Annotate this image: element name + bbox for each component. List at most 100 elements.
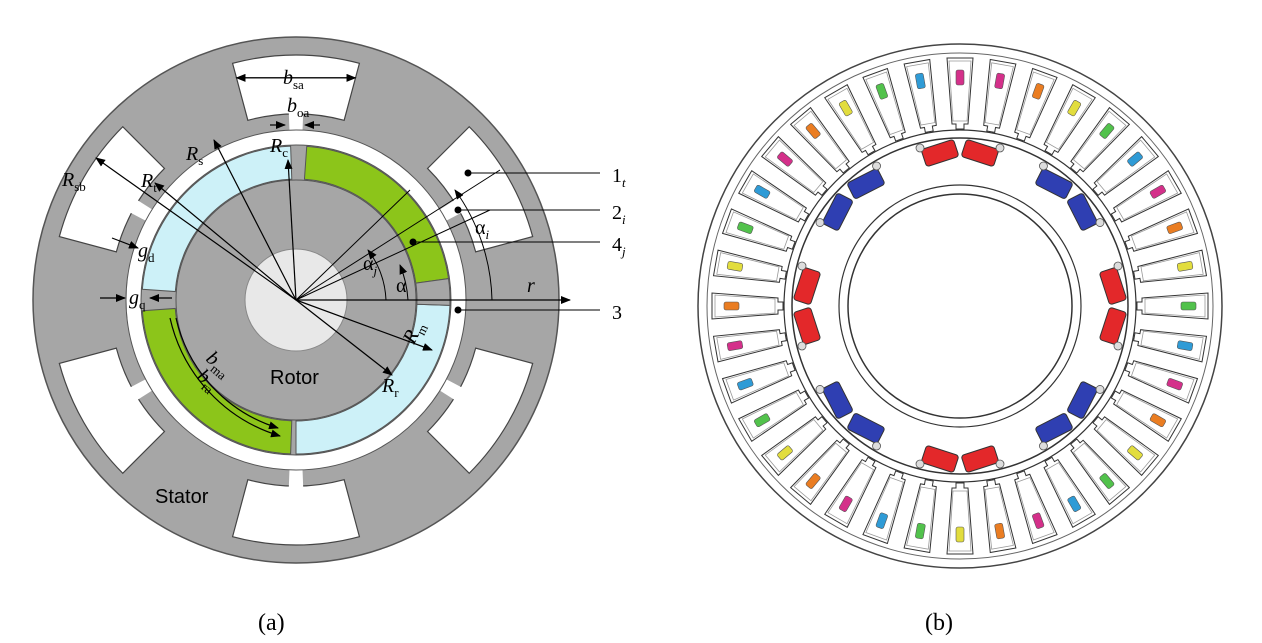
stator-b-slot [711, 292, 784, 320]
stator-b-slot [1092, 416, 1160, 477]
rotor-rib [415, 278, 451, 306]
winding-coil [1149, 413, 1166, 428]
stator-b-slot [824, 456, 877, 528]
winding-coil [915, 522, 926, 540]
shaft-b [847, 193, 1073, 419]
winding-coil [875, 512, 888, 529]
winding-coil [955, 69, 965, 86]
rotor-b-magnets [793, 139, 1127, 473]
label-R-sb: Rsb [61, 169, 86, 194]
stator-b-yoke-line [706, 52, 1214, 560]
stator-slot [231, 54, 361, 122]
label-R-s: Rs [185, 143, 203, 168]
slot-opening [288, 464, 304, 490]
rotor-b-magnet [1099, 261, 1127, 305]
stator-b-slot [862, 470, 906, 545]
label-g-q: gq [129, 287, 146, 312]
winding-coil [1176, 261, 1194, 272]
stator-b-slot [903, 479, 937, 554]
dimension-line [213, 139, 297, 301]
label-g-d: gd [138, 240, 155, 265]
callout-3: 3 [612, 302, 622, 324]
dimension-line [95, 157, 297, 301]
rotor-b-magnet [1035, 161, 1073, 199]
stator-b-slot [946, 57, 974, 130]
stator-b-slot [983, 479, 1017, 554]
winding-coil [726, 261, 744, 272]
figure-b-diagram: (b) [697, 43, 1223, 636]
stator-b-slot [1124, 208, 1199, 252]
winding-coil [1166, 378, 1183, 391]
winding-coil [737, 221, 754, 234]
dimension-line [295, 189, 411, 301]
rotor-b-magnet [1067, 193, 1105, 231]
stator-b-slot [738, 170, 810, 223]
stator-b-slot [1110, 389, 1182, 442]
label-r: r [527, 275, 535, 297]
label-R-t: Rt [140, 170, 157, 195]
stator-b-slot [789, 438, 850, 506]
stator-b-slot [1133, 329, 1208, 363]
stator-b-slot [789, 106, 850, 174]
stator-b-slot [1014, 470, 1058, 545]
winding-coil [805, 473, 821, 489]
caption-a: (a) [258, 610, 285, 636]
winding-coil [1127, 151, 1143, 167]
rotor-b-magnet [1067, 381, 1105, 419]
winding-coil [777, 445, 793, 461]
winding-coil [1149, 184, 1166, 199]
caption-b: (b) [925, 610, 953, 636]
winding-coil [1032, 512, 1045, 529]
rotor-b-magnet [1035, 413, 1073, 451]
label-alpha-j: αj [363, 253, 377, 278]
stator-b-slot [1136, 292, 1209, 320]
stator-b-slot [983, 58, 1017, 133]
winding-coil [737, 378, 754, 391]
stator-b-slot [721, 208, 796, 252]
rotor-b-magnet [915, 445, 959, 473]
winding-coil [777, 151, 793, 167]
stator-b-slots [711, 57, 1209, 555]
stator-b-slot [1092, 135, 1160, 196]
stator-b-slot [824, 84, 877, 156]
stator-b-slot [712, 249, 787, 283]
rotor-b-magnet [847, 161, 885, 199]
stator-b-slot [738, 389, 810, 442]
winding-coil [1099, 123, 1115, 139]
stator-b-slot [1133, 249, 1208, 283]
label-stator: Stator [155, 486, 209, 508]
callout-1t: 1t [612, 165, 626, 190]
label-alpha: α [396, 275, 407, 297]
dimension-line [295, 299, 433, 351]
winding-coil [838, 495, 853, 512]
stator-b-slot [1070, 106, 1131, 174]
rotor-b-magnet [815, 193, 853, 231]
label-alpha-i: αi [475, 217, 489, 242]
winding-coil [1127, 445, 1143, 461]
winding-coil [1166, 221, 1183, 234]
dimension-lines [95, 73, 600, 438]
winding-coil [994, 522, 1005, 540]
stator-b-slot [721, 360, 796, 404]
rotor-b-magnet [815, 381, 853, 419]
stator-b-slot [760, 135, 828, 196]
winding-coil [723, 301, 740, 311]
stator-b-slot [1043, 456, 1096, 528]
stator-b-slot [760, 416, 828, 477]
rotor-b-magnet [1099, 307, 1127, 351]
winding-coil [805, 123, 821, 139]
stator-slot [426, 347, 534, 475]
label-rotor: Rotor [270, 367, 319, 389]
rotor-b-magnet [793, 261, 821, 305]
rotor-b-magnet [793, 307, 821, 351]
winding-coil [1067, 495, 1082, 512]
stator-b-slot [1014, 67, 1058, 142]
winding-coil [1032, 83, 1045, 100]
dimension-line [154, 182, 297, 301]
rotor-b-magnet [961, 139, 1005, 167]
winding-coil [754, 184, 771, 199]
figure-a-diagram: bsa boa Rs Rc Rsb Rt gd gq bma bra Rr Rm… [32, 36, 626, 636]
label-b-sa: bsa [283, 67, 304, 92]
callout-2i: 2i [612, 202, 626, 227]
stator-slots [58, 54, 534, 546]
